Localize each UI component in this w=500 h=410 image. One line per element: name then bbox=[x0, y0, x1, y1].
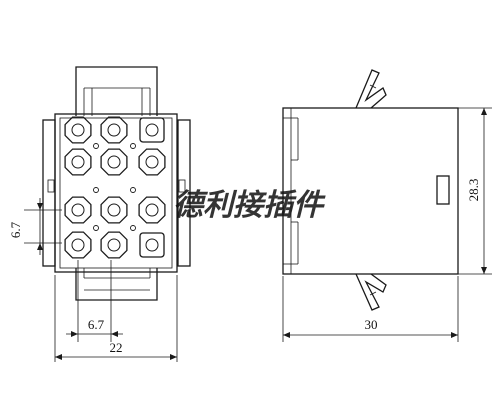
front-right-flange bbox=[177, 119, 191, 267]
contact-pin bbox=[71, 203, 85, 217]
contact-cavity bbox=[64, 116, 92, 144]
contact-pin bbox=[107, 123, 121, 137]
locating-dot bbox=[130, 187, 136, 193]
locating-dot bbox=[93, 143, 99, 149]
side-bottom-latch bbox=[355, 273, 387, 311]
contact-cavity bbox=[64, 148, 92, 176]
side-top-latch bbox=[355, 69, 387, 109]
pitch-horizontal-label: 6.7 bbox=[88, 317, 105, 332]
contact-pin bbox=[107, 238, 121, 252]
width-label: 22 bbox=[110, 340, 123, 355]
contact-cavity bbox=[100, 231, 128, 259]
front-left-flange bbox=[42, 119, 56, 267]
side-view bbox=[282, 69, 459, 311]
contact-pin bbox=[145, 123, 159, 137]
contact-cavities bbox=[64, 116, 166, 259]
height-label: 28.3 bbox=[466, 179, 481, 202]
depth-label: 30 bbox=[365, 317, 378, 332]
locating-dot bbox=[93, 225, 99, 231]
watermark-text: 德利接插件 bbox=[173, 189, 326, 222]
pitch-vertical-label: 6.7 bbox=[8, 221, 23, 238]
contact-pin bbox=[107, 203, 121, 217]
front-view bbox=[42, 66, 191, 301]
locating-dot bbox=[130, 225, 136, 231]
contact-pin bbox=[71, 123, 85, 137]
front-top-latch bbox=[75, 66, 158, 116]
contact-pin bbox=[71, 238, 85, 252]
contact-cavity bbox=[100, 116, 128, 144]
contact-cavity bbox=[64, 196, 92, 224]
contact-pin bbox=[145, 238, 159, 252]
front-body bbox=[54, 113, 178, 273]
contact-pin bbox=[145, 155, 159, 169]
locating-dot bbox=[130, 143, 136, 149]
locating-dot bbox=[93, 187, 99, 193]
side-notch bbox=[436, 175, 450, 205]
contact-cavity bbox=[64, 231, 92, 259]
contact-cavity bbox=[139, 117, 165, 143]
front-bottom-latch bbox=[75, 268, 158, 301]
side-dimensions: 28.3 30 bbox=[282, 107, 492, 342]
contact-pin bbox=[71, 155, 85, 169]
contact-pin bbox=[145, 203, 159, 217]
side-body bbox=[282, 107, 459, 275]
contact-cavity bbox=[100, 196, 128, 224]
contact-pin bbox=[107, 155, 121, 169]
contact-cavity bbox=[100, 148, 128, 176]
front-dimensions: 6.7 6.7 22 bbox=[8, 198, 178, 362]
contact-cavity bbox=[138, 148, 166, 176]
contact-cavity bbox=[139, 232, 165, 258]
contact-cavity bbox=[138, 196, 166, 224]
